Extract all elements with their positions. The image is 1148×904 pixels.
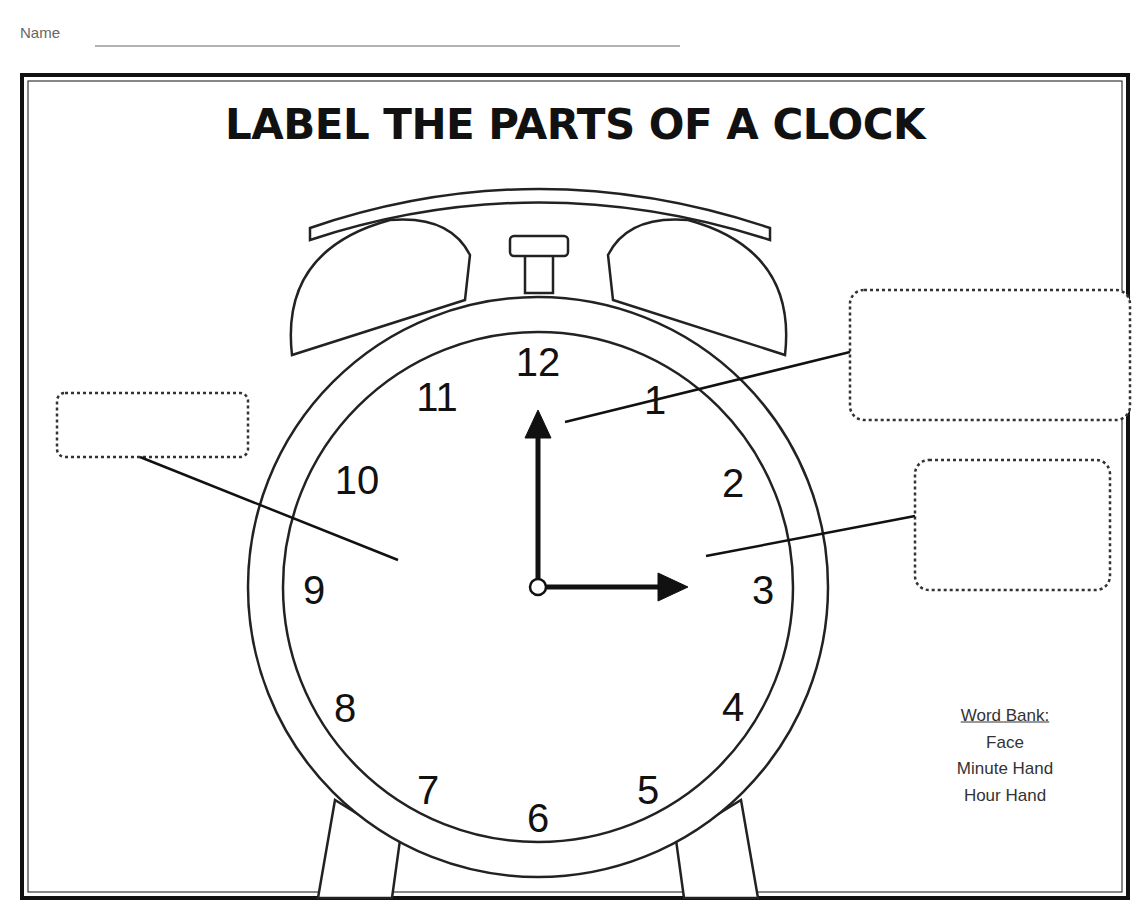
leader-lines [140, 352, 915, 560]
worksheet-title: LABEL THE PARTS OF A CLOCK [225, 104, 925, 146]
name-line [95, 45, 680, 47]
answer-boxes [57, 290, 1130, 590]
name-label: Name [20, 25, 60, 40]
clock-number: 4 [722, 687, 744, 727]
clock-number: 1 [644, 380, 666, 420]
worksheet-frame-inner [28, 81, 1122, 892]
clock-number: 3 [752, 570, 774, 610]
word-bank-item: Face [986, 734, 1024, 751]
word-bank-item: Hour Hand [964, 787, 1046, 804]
clock-number: 12 [516, 342, 561, 382]
clock-number: 8 [334, 688, 356, 728]
clock-hands [525, 410, 688, 601]
clock-button [510, 236, 568, 293]
clock-face [283, 332, 793, 842]
clock-number: 10 [335, 460, 380, 500]
clock-number: 2 [722, 463, 744, 503]
clock-number: 6 [527, 798, 549, 838]
clock-number: 7 [417, 770, 439, 810]
worksheet-frame [22, 75, 1128, 898]
clock-case [248, 297, 828, 877]
clock-number: 5 [637, 770, 659, 810]
clock-number: 11 [416, 377, 458, 417]
word-bank-item: Minute Hand [957, 760, 1053, 777]
clock-number: 9 [303, 570, 325, 610]
word-bank-heading: Word Bank: [961, 707, 1050, 724]
